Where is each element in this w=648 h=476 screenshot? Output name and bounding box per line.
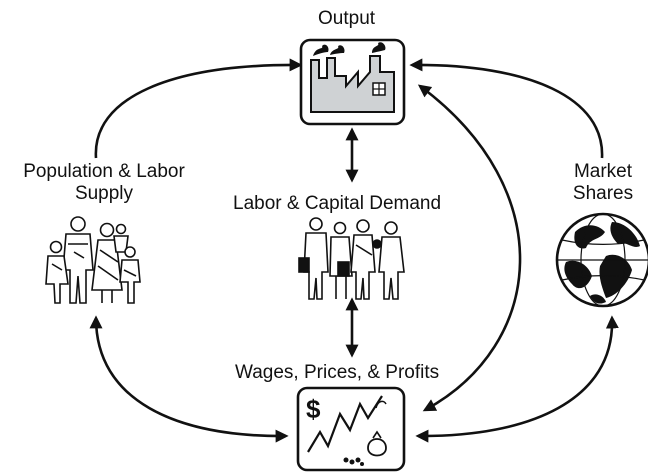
workers-icon: [298, 217, 405, 300]
arrow-population-wages: [89, 315, 289, 443]
factory-icon: [299, 38, 406, 126]
market-label-line1: Market: [573, 161, 633, 182]
population-label-line1: Population & Labor: [23, 161, 185, 182]
market-label: Market Shares: [565, 161, 641, 205]
population-label: Population & Labor Supply: [4, 161, 204, 205]
globe-icon: [555, 212, 648, 308]
market-label-line2: Shares: [572, 183, 634, 204]
population-label-line2: Supply: [74, 183, 134, 204]
output-label: Output: [318, 8, 376, 29]
svg-text:$: $: [306, 394, 321, 424]
arrow-output-wages: [417, 84, 522, 412]
family-icon: [45, 216, 141, 304]
price-chart-icon: $: [296, 386, 406, 472]
arrow-market-to-output: [409, 58, 604, 159]
arrow-market-wages: [415, 315, 619, 443]
labor-capital-label: Labor & Capital Demand: [233, 193, 442, 214]
arrow-population-to-output: [94, 58, 303, 159]
